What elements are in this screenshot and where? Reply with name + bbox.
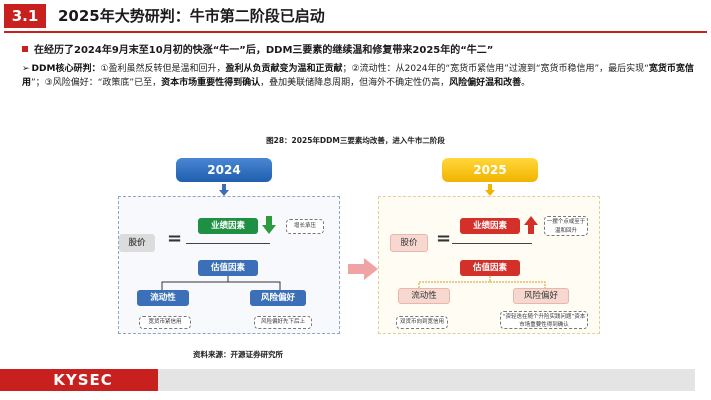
earnings-box-2025: 业绩因素 (460, 218, 520, 234)
liquidity-note-2025: 双货币向到宽信用 (396, 316, 448, 329)
key-bullet: 在经历了2024年9月末至10月初的快涨“牛一”后，DDM三要素的继续温和修复带… (22, 41, 702, 56)
para-seg10: 。 (521, 78, 531, 88)
slide-title: 2025年大势研判：牛市第二阶段已启动 (58, 7, 325, 25)
liquidity-box-2025: 流动性 (398, 288, 450, 304)
para-seg1: DDM核心研判： (31, 64, 101, 74)
bullet-square-icon (22, 46, 28, 52)
earnings-note-2025: 一摆个点或至于温和回升 (544, 216, 588, 236)
fraction-line-2025 (452, 243, 532, 244)
risk-note-2025: “资轻迭在随个升险实践问题”资本市场重要性得到确认 (500, 311, 588, 329)
risk-box-2025: 风险偏好 (513, 288, 569, 304)
risk-note-2024: 风险偏好先下后上 (254, 316, 312, 329)
figure-source: 资料来源：开源证券研究所 (193, 350, 283, 359)
liquidity-note-2024: 宽货币紧信用 (139, 316, 191, 329)
valuation-branches (161, 276, 281, 290)
year-2024-badge: 2024 (176, 158, 272, 182)
transition-arrow-icon (348, 258, 378, 280)
earnings-note-2024: 增长承压 (286, 219, 324, 234)
para-seg2: ①盈利虽然反转但是温和回升， (100, 64, 226, 74)
footer-grey-bar (158, 369, 695, 391)
price-box-2025: 股价 (390, 234, 428, 252)
risk-box-2024: 风险偏好 (250, 290, 306, 306)
price-box-2024: 股价 (119, 234, 155, 252)
down-arrow-icon (485, 184, 495, 196)
para-seg8: ，叠加美联储降息周期，但海外不确定性仍高， (260, 78, 450, 88)
para-seg9: 风险偏好温和改善 (449, 78, 522, 88)
earnings-down-arrow-icon (262, 216, 276, 234)
valuation-box-2025: 估值因素 (460, 260, 520, 276)
earnings-up-arrow-icon (524, 216, 538, 234)
earnings-box-2024: 业绩因素 (198, 218, 258, 234)
footer-red-bar (0, 369, 158, 391)
section-number: 3.1 (4, 4, 46, 28)
slide-footer: KYSEC (0, 365, 711, 395)
down-arrow-icon (219, 184, 229, 196)
para-seg3: 盈利从负贡献变为温和正贡献 (225, 64, 343, 74)
valuation-box-2024: 估值因素 (198, 260, 258, 276)
valuation-branches-2025 (418, 276, 546, 290)
year-2025-badge: 2025 (442, 158, 538, 182)
arrow-bullet-icon: ➢ (22, 64, 30, 74)
key-bullet-text: 在经历了2024年9月末至10月初的快涨“牛一”后，DDM三要素的继续温和修复带… (34, 45, 494, 56)
slide-header: 3.1 2025年大势研判：牛市第二阶段已启动 (0, 0, 711, 34)
ddm-paragraph: ➢DDM核心研判：①盈利虽然反转但是温和回升，盈利从负贡献变为温和正贡献；②流动… (22, 62, 702, 90)
kysec-logo: KYSEC (53, 371, 113, 389)
header-divider (4, 31, 707, 33)
liquidity-box-2024: 流动性 (137, 290, 189, 306)
figure-caption: 图28：2025年DDM三要素均改善，进入牛市二阶段 (266, 136, 445, 145)
para-seg7: 资本市场重要性得到确认 (161, 78, 261, 88)
para-seg5: 宽货币宽信用 (22, 64, 694, 88)
equals-sign-2024: = (167, 228, 183, 249)
equals-sign-2025: = (436, 228, 452, 249)
para-seg6: ”；③风险偏好：“政策底”已至， (31, 78, 162, 88)
para-seg4: ；②流动性：从2024年的“宽货币紧信用”过渡到“宽货币稳信用”，最后实现“ (342, 64, 649, 74)
fraction-line-2024 (186, 243, 270, 244)
